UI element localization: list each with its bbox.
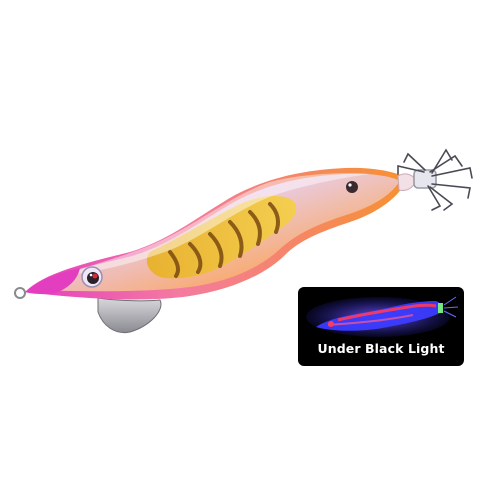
shrimp-insert	[146, 195, 297, 279]
body-dot	[346, 181, 358, 193]
lure-nose	[25, 268, 80, 295]
lure-eye	[81, 266, 103, 288]
body-highlight	[60, 173, 370, 276]
black-light-illustration	[306, 296, 459, 337]
sinker-fin	[97, 297, 162, 334]
black-light-inset: Under Black Light	[298, 287, 464, 366]
squid-hooks	[397, 148, 473, 211]
shrimp-stripes	[168, 202, 280, 278]
line-eye-ring	[14, 287, 26, 299]
inset-caption: Under Black Light	[317, 341, 445, 356]
